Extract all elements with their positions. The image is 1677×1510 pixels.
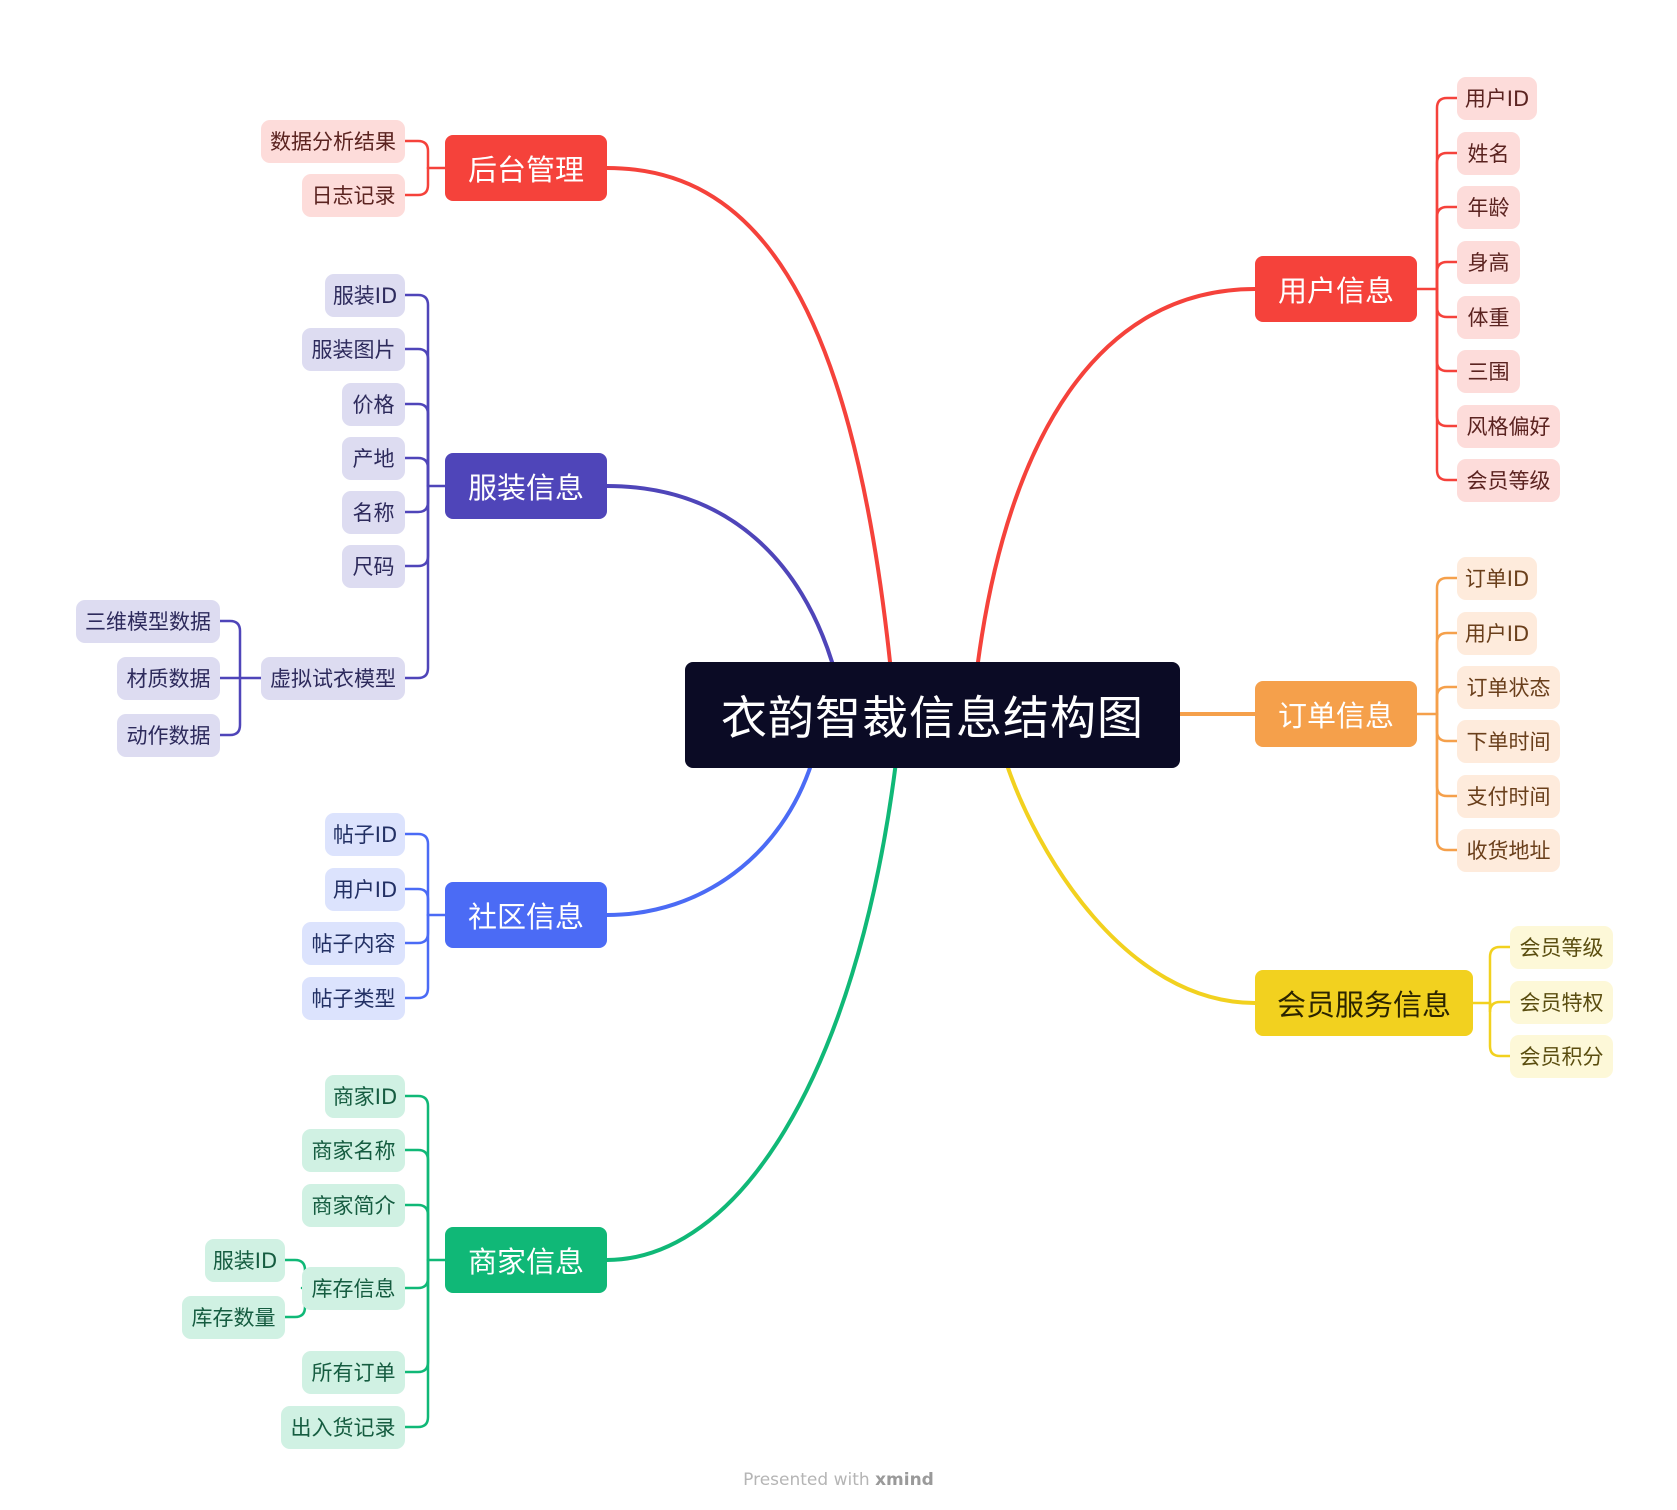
leaf-huiyuan-0[interactable]: 会员等级 [1510,925,1613,969]
leaf-shangjia-3[interactable]: 库存信息 [302,1266,405,1310]
leaf-yonghu-6[interactable]: 风格偏好 [1457,404,1560,448]
bracket-yonghu-link-4 [1435,287,1459,319]
bracket-dingdan-link-3 [1435,712,1459,743]
bracket-huiyuan-link-1 [1488,1000,1512,1013]
leaf-huiyuan-2[interactable]: 会员积分 [1510,1034,1613,1078]
bracket-shangjia-link-5 [403,1258,430,1429]
leaf-fuzhuang-1[interactable]: 服装图片 [302,327,405,371]
bracket-fuzhuang-6-link-2 [218,676,242,737]
leaf-fuzhuang-3[interactable]: 产地 [342,436,405,480]
leaf-fuzhuang-6[interactable]: 虚拟试衣模型 [261,656,405,700]
leaf-shangjia-3-0[interactable]: 服装ID [205,1238,285,1282]
bracket-shequ-link-0 [403,832,430,917]
leaf-shequ-3[interactable]: 帖子类型 [302,976,405,1020]
leaf-yonghu-2[interactable]: 年龄 [1457,185,1520,229]
bracket-shangjia-link-1 [403,1148,430,1262]
bracket-shangjia-link-0 [403,1094,430,1262]
footer-text: Presented with [743,1470,870,1490]
leaf-shangjia-0[interactable]: 商家ID [325,1074,405,1118]
leaf-shangjia-1[interactable]: 商家名称 [302,1128,405,1172]
leaf-huiyuan-1[interactable]: 会员特权 [1510,980,1613,1024]
connector-yonghu [976,287,1257,664]
branch-fuzhuang[interactable]: 服装信息 [445,453,607,519]
leaf-fuzhuang-4[interactable]: 名称 [342,490,405,534]
leaf-fuzhuang-6-1[interactable]: 材质数据 [117,656,220,700]
leaf-shequ-1[interactable]: 用户ID [325,867,405,911]
xmind-logo: xmind [875,1470,934,1490]
leaf-fuzhuang-5[interactable]: 尺码 [342,544,405,588]
leaf-dingdan-3[interactable]: 下单时间 [1457,719,1560,763]
leaf-dingdan-5[interactable]: 收货地址 [1457,828,1560,872]
leaf-yonghu-1[interactable]: 姓名 [1457,131,1520,175]
branch-dingdan[interactable]: 订单信息 [1255,681,1417,747]
leaf-houtai-0[interactable]: 数据分析结果 [261,119,405,163]
leaf-yonghu-0[interactable]: 用户ID [1457,76,1537,120]
leaf-yonghu-7[interactable]: 会员等级 [1457,458,1560,502]
branch-houtai[interactable]: 后台管理 [445,135,607,201]
leaf-dingdan-4[interactable]: 支付时间 [1457,774,1560,818]
connector-fuzhuang [605,484,834,664]
connector-shequ [605,760,814,917]
bracket-huiyuan-link-2 [1488,1001,1512,1058]
bracket-shangjia-link-2 [403,1203,430,1262]
bracket-dingdan-link-4 [1435,712,1459,798]
bracket-fuzhuang-link-5 [403,484,430,568]
bracket-shequ-link-1 [403,887,430,917]
leaf-shequ-0[interactable]: 帖子ID [325,812,405,856]
connector-houtai [605,166,892,664]
bracket-yonghu-link-2 [1435,205,1459,291]
bracket-houtai-link-0 [403,139,430,170]
leaf-fuzhuang-0[interactable]: 服装ID [325,273,405,317]
leaf-dingdan-0[interactable]: 订单ID [1457,556,1537,600]
bracket-dingdan-link-1 [1435,631,1459,716]
bracket-shangjia-link-4 [403,1258,430,1374]
leaf-shangjia-4[interactable]: 所有订单 [302,1350,405,1394]
leaf-shequ-2[interactable]: 帖子内容 [302,921,405,965]
branch-huiyuan[interactable]: 会员服务信息 [1255,970,1473,1036]
bracket-dingdan-link-0 [1435,576,1459,716]
bracket-dingdan-link-5 [1435,712,1459,852]
bracket-fuzhuang-link-2 [403,402,430,488]
bracket-yonghu-link-3 [1435,260,1459,291]
branch-shequ[interactable]: 社区信息 [445,882,607,948]
leaf-shangjia-2[interactable]: 商家简介 [302,1183,405,1227]
leaf-dingdan-1[interactable]: 用户ID [1457,611,1537,655]
leaf-shangjia-5[interactable]: 出入货记录 [281,1405,405,1449]
center-topic[interactable]: 衣韵智裁信息结构图 [685,662,1180,768]
bracket-fuzhuang-link-3 [403,456,430,488]
branch-yonghu[interactable]: 用户信息 [1255,256,1417,322]
leaf-yonghu-3[interactable]: 身高 [1457,240,1520,284]
bracket-shequ-link-3 [403,913,430,1000]
bracket-huiyuan-link-0 [1488,945,1512,1005]
leaf-houtai-1[interactable]: 日志记录 [302,173,405,217]
leaf-fuzhuang-6-2[interactable]: 动作数据 [117,713,220,757]
bracket-yonghu-link-7 [1435,287,1459,482]
bracket-yonghu-link-0 [1435,96,1459,291]
leaf-fuzhuang-6-0[interactable]: 三维模型数据 [76,599,220,643]
bracket-yonghu-link-5 [1435,287,1459,373]
bracket-fuzhuang-link-1 [403,347,430,488]
branch-shangjia[interactable]: 商家信息 [445,1227,607,1293]
leaf-dingdan-2[interactable]: 订单状态 [1457,665,1560,709]
bracket-yonghu-link-6 [1435,287,1459,428]
bracket-yonghu-link-1 [1435,151,1459,291]
bracket-dingdan-link-2 [1435,685,1459,716]
leaf-fuzhuang-2[interactable]: 价格 [342,382,405,426]
bracket-shangjia-link-3 [403,1258,430,1290]
bracket-fuzhuang-link-4 [403,484,430,514]
leaf-shangjia-3-1[interactable]: 库存数量 [182,1295,285,1339]
leaf-yonghu-5[interactable]: 三围 [1457,349,1520,393]
footer-credit: Presented with xmind [0,1470,1677,1490]
leaf-yonghu-4[interactable]: 体重 [1457,295,1520,339]
connector-shangjia [605,760,898,1262]
bracket-fuzhuang-link-0 [403,293,430,488]
connector-huiyuan [1004,760,1257,1005]
bracket-fuzhuang-link-6 [403,484,430,680]
bracket-fuzhuang-6-link-0 [218,619,242,680]
bracket-houtai-link-1 [403,166,430,197]
bracket-shequ-link-2 [403,913,430,945]
